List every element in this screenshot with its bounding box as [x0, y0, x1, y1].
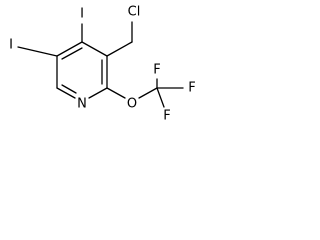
atom-chlorine: Cl — [128, 5, 141, 20]
atom-nitrogen: N — [77, 97, 87, 112]
bond-oxygen-cf3 — [138, 87, 158, 99]
bond-c3-ch2 — [106, 41, 133, 57]
bond-n-c6 — [56, 87, 76, 99]
atom-fluorine-right: F — [188, 81, 195, 96]
bond-c5-c4 — [56, 41, 83, 57]
atom-oxygen: O — [127, 97, 137, 112]
bond-c4-c3 — [81, 41, 108, 57]
atom-iodine-top: I — [80, 7, 84, 22]
bond-n-c6-inner — [61, 84, 77, 94]
bond-c2-oxygen — [106, 87, 126, 99]
bond-cf3-fluorine-bottom — [156, 87, 165, 108]
atom-fluorine-bottom: F — [163, 109, 170, 124]
bond-c5-c4-inner — [61, 47, 83, 60]
bond-c2-n — [88, 87, 108, 99]
bond-c5-iodine — [17, 46, 58, 57]
atom-iodine-left: I — [9, 38, 13, 53]
chemical-structure: I I Cl N O F F F — [9, 5, 196, 124]
atom-fluorine-top: F — [153, 63, 160, 78]
